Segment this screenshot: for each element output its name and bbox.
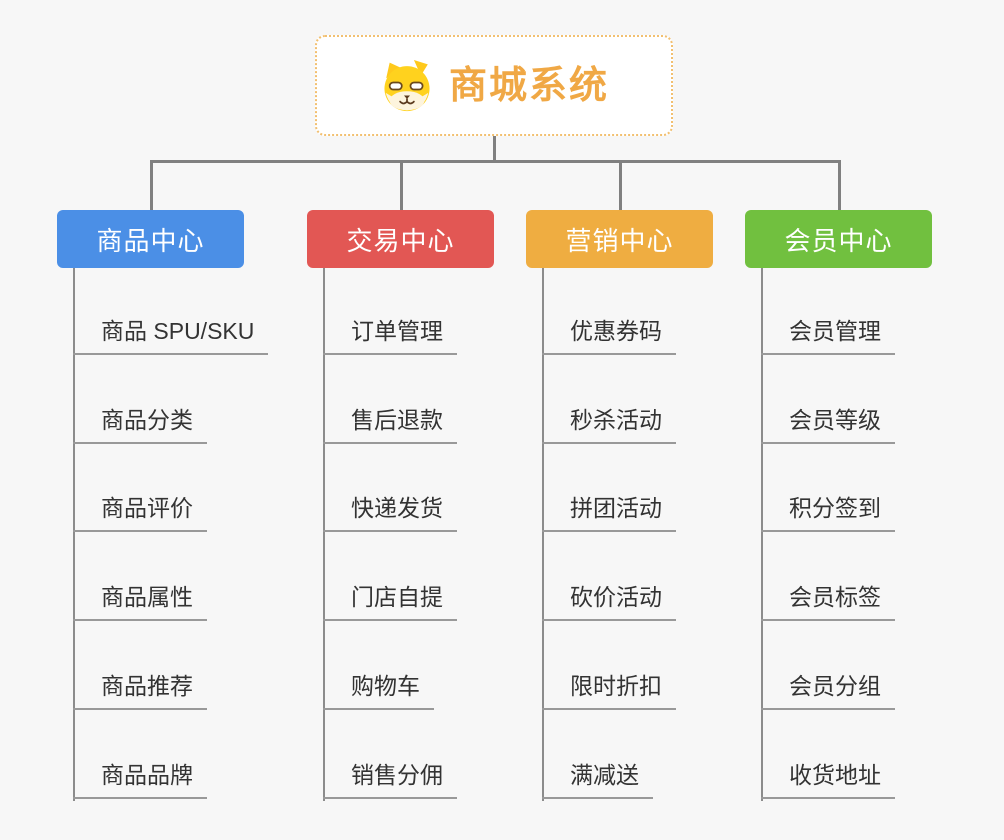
leaf-node[interactable]: 售后退款 <box>323 406 457 444</box>
branch-node-1[interactable]: 交易中心 <box>307 210 494 268</box>
branch-node-2[interactable]: 营销中心 <box>526 210 713 268</box>
leaf-node[interactable]: 快递发货 <box>323 494 457 532</box>
leaf-node[interactable]: 门店自提 <box>323 583 457 621</box>
branch-trunk-line-1 <box>323 268 325 801</box>
dog-face-icon <box>384 59 430 111</box>
connector-root-stem <box>493 136 496 163</box>
leaf-node[interactable]: 销售分佣 <box>323 761 457 799</box>
leaf-node[interactable]: 会员等级 <box>761 406 895 444</box>
root-node[interactable]: 商城系统 <box>315 35 673 136</box>
leaf-node[interactable]: 商品属性 <box>73 583 207 621</box>
branch-label: 商品中心 <box>96 225 205 256</box>
connector-drop-0 <box>149 160 153 210</box>
connector-drop-3 <box>837 160 841 210</box>
root-title: 商城系统 <box>448 64 609 107</box>
leaf-node[interactable]: 购物车 <box>323 672 434 710</box>
leaf-node[interactable]: 砍价活动 <box>542 583 676 621</box>
connector-drop-2 <box>618 160 622 210</box>
branch-trunk-line-0 <box>73 268 75 801</box>
leaf-node[interactable]: 会员标签 <box>761 583 895 621</box>
connector-drop-1 <box>399 160 403 210</box>
connector-bus <box>149 160 841 163</box>
leaf-node[interactable]: 商品 SPU/SKU <box>73 317 269 355</box>
leaf-node[interactable]: 会员管理 <box>761 317 895 355</box>
leaf-node[interactable]: 订单管理 <box>323 317 457 355</box>
leaf-node[interactable]: 满减送 <box>542 761 653 799</box>
leaf-node[interactable]: 秒杀活动 <box>542 406 676 444</box>
leaf-node[interactable]: 积分签到 <box>761 494 895 532</box>
leaf-node[interactable]: 商品评价 <box>73 494 207 532</box>
branch-node-0[interactable]: 商品中心 <box>57 210 244 268</box>
leaf-node[interactable]: 商品推荐 <box>73 672 207 710</box>
branch-label: 交易中心 <box>346 225 455 256</box>
leaf-node[interactable]: 拼团活动 <box>542 494 676 532</box>
leaf-node[interactable]: 收货地址 <box>761 761 895 799</box>
leaf-node[interactable]: 商品品牌 <box>73 761 207 799</box>
branch-trunk-line-3 <box>761 268 763 801</box>
branch-label: 会员中心 <box>784 225 893 256</box>
leaf-node[interactable]: 限时折扣 <box>542 672 676 710</box>
leaf-node[interactable]: 会员分组 <box>761 672 895 710</box>
leaf-node[interactable]: 商品分类 <box>73 406 207 444</box>
branch-label: 营销中心 <box>565 225 674 256</box>
branch-node-3[interactable]: 会员中心 <box>745 210 932 268</box>
branch-trunk-line-2 <box>542 268 544 801</box>
leaf-node[interactable]: 优惠券码 <box>542 317 676 355</box>
